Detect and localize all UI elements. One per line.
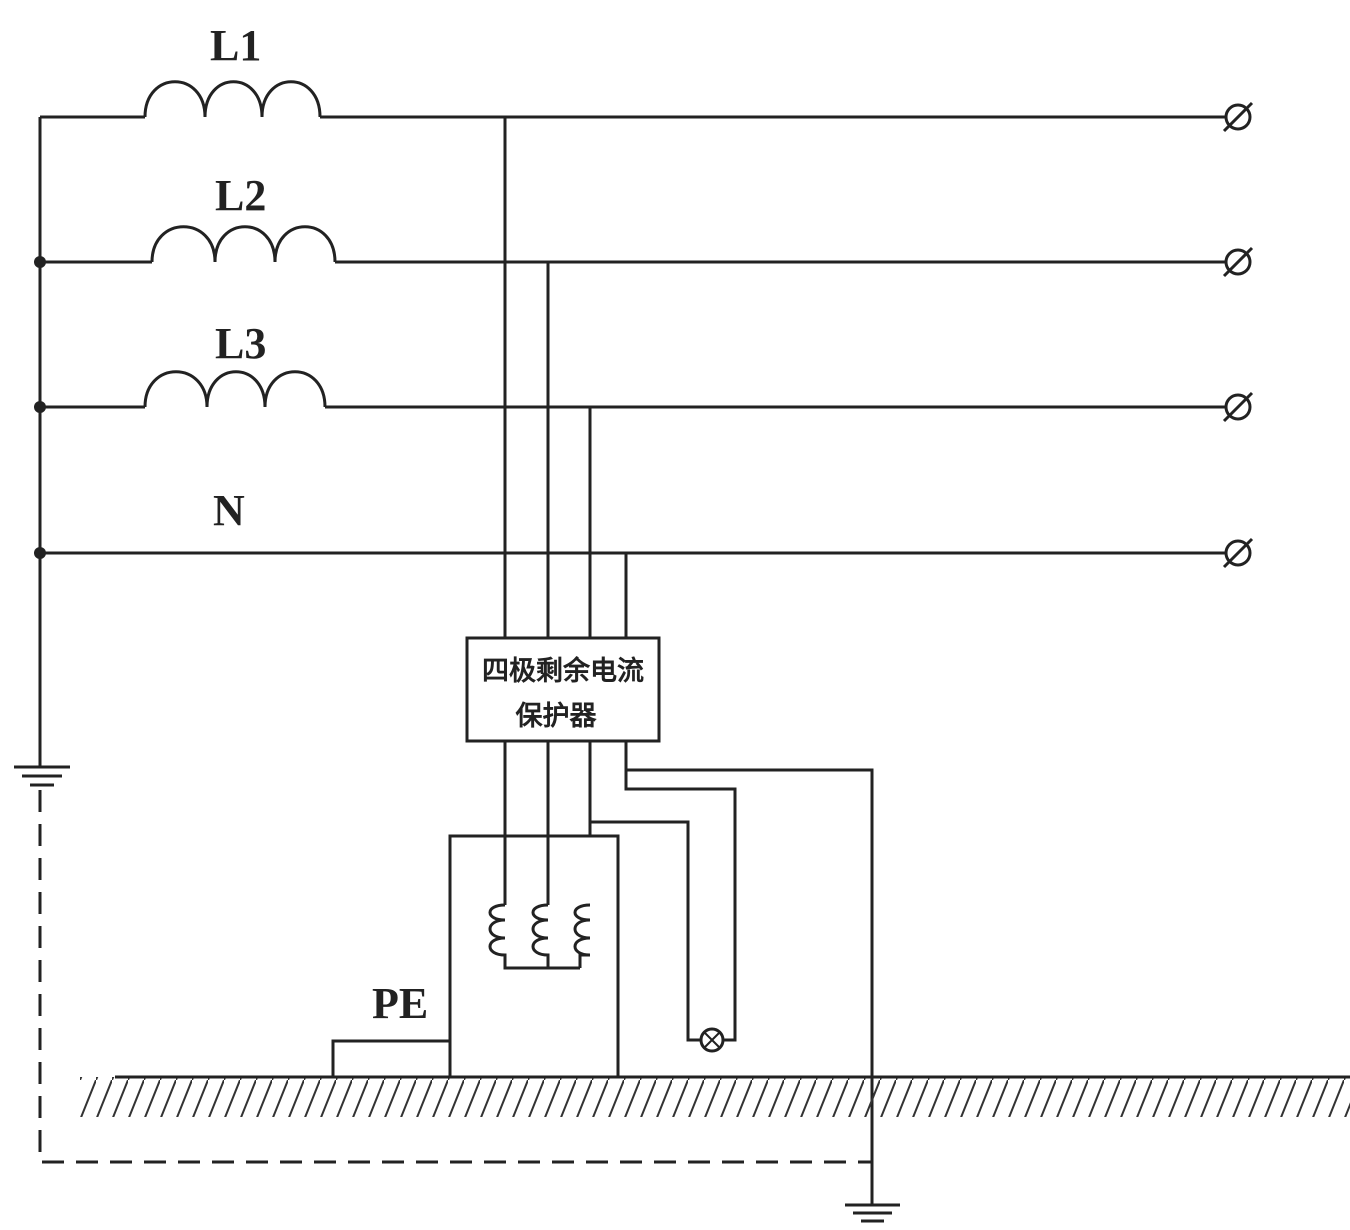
rcd-label-line1: 四极剩余电流	[482, 655, 644, 687]
terminals	[1222, 101, 1254, 569]
load-coils	[488, 903, 591, 970]
inductor-coil-icon	[531, 903, 580, 970]
terminal-icon	[1222, 101, 1254, 133]
inductor-coil-icon	[488, 903, 548, 970]
junction-dots	[34, 256, 46, 559]
line-l3	[40, 370, 1228, 409]
rcd-box: 四极剩余电流 保护器	[465, 636, 661, 743]
rcd-input-taps	[503, 117, 628, 638]
rcd-output-wires	[503, 741, 874, 1205]
lamp-icon	[699, 1027, 725, 1053]
load-enclosure	[448, 822, 620, 1077]
inductor-coil-icon	[143, 80, 322, 118]
label-l3: L3	[215, 319, 266, 368]
ground-hatch	[80, 1075, 1350, 1117]
label-l1: L1	[210, 21, 261, 70]
inductor-coil-icon	[150, 225, 337, 263]
line-l2	[40, 225, 1228, 264]
line-l1	[40, 80, 1228, 119]
label-n: N	[213, 486, 245, 535]
ground-symbol-icon	[845, 1203, 900, 1223]
inductor-coil-icon	[143, 370, 327, 408]
terminal-icon	[1222, 391, 1254, 423]
terminal-icon	[1222, 537, 1254, 569]
earth-dashed-conductor	[38, 790, 872, 1164]
rcd-label-line2: 保护器	[515, 701, 598, 732]
pe-plate	[331, 1039, 452, 1079]
ground-symbol-icon	[14, 765, 70, 787]
inductor-coil-icon	[573, 903, 591, 968]
label-pe: PE	[372, 979, 428, 1028]
terminal-icon	[1222, 246, 1254, 278]
label-l2: L2	[215, 171, 266, 220]
